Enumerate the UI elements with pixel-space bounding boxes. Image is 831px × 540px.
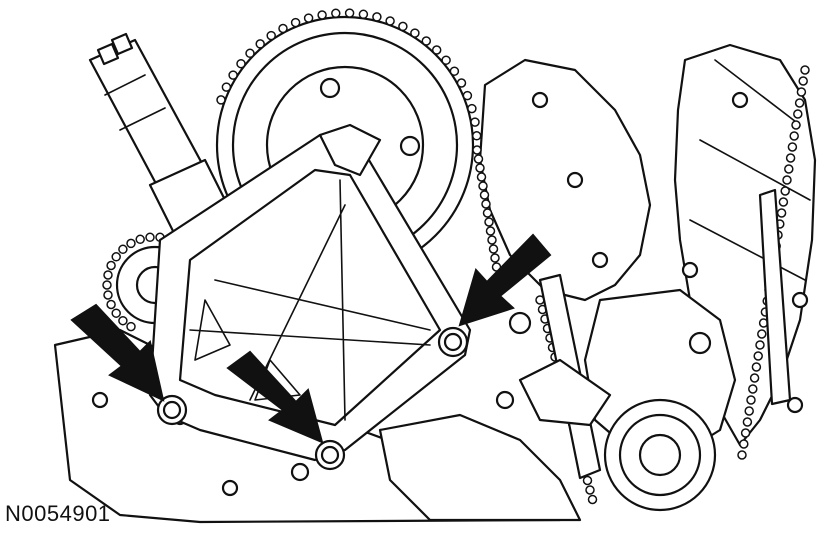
chain-link [744, 406, 754, 416]
bolt-left [156, 394, 188, 426]
chain-link [221, 82, 232, 92]
chain-link [431, 45, 442, 55]
chain-link [472, 145, 482, 155]
chain-link [135, 234, 145, 245]
chain-link [111, 252, 121, 262]
chain-link [421, 36, 432, 46]
chain-link [216, 95, 226, 105]
chain-link [739, 439, 749, 449]
chain-link [462, 90, 473, 101]
chain-link [780, 186, 790, 196]
bolt-bottom [314, 439, 346, 471]
chain-link [470, 117, 480, 127]
chain-link [789, 131, 799, 141]
chain-link [385, 16, 395, 26]
chain-link [746, 395, 756, 405]
chain-link [791, 120, 801, 130]
chain-link [737, 450, 747, 460]
chain-link [753, 351, 763, 361]
chain-link [476, 172, 487, 182]
chain-link [145, 232, 155, 243]
chain-link [467, 103, 477, 114]
chain-link [303, 13, 314, 23]
chain-link [582, 475, 593, 486]
chain-link [331, 8, 341, 19]
chain-link [255, 39, 265, 49]
chain-link [106, 299, 116, 310]
chain-link [751, 362, 762, 372]
chain-link [236, 58, 246, 69]
chain-link [748, 384, 758, 394]
chain-link [490, 253, 500, 263]
arrow-bolt-bottom [226, 350, 324, 444]
chain-link [798, 76, 808, 86]
chain-link [266, 30, 276, 41]
chain-link [478, 181, 488, 191]
crankshaft-sprocket [603, 398, 717, 512]
chain-link [102, 280, 112, 290]
chain-link [782, 175, 792, 185]
chain-guide-right [518, 188, 792, 480]
chain-link [118, 315, 128, 326]
chain-link [358, 9, 369, 20]
chain-link [742, 417, 753, 427]
chain-link [290, 17, 301, 28]
chain-link [126, 238, 136, 249]
chain-link [749, 373, 760, 383]
chain-link [103, 270, 113, 280]
chain-link [103, 290, 113, 300]
chain-link [456, 78, 467, 88]
chain-link [485, 226, 496, 236]
chain-link [479, 190, 490, 200]
chain-link [796, 87, 807, 97]
bolt-right [437, 326, 469, 358]
chain-link [481, 199, 491, 209]
chain-link [471, 131, 482, 141]
chain-link [757, 329, 767, 339]
chain-link [776, 208, 787, 218]
chain-link [475, 163, 485, 173]
chain-link [344, 8, 355, 18]
chain-link [398, 21, 408, 32]
chain-link [585, 485, 595, 495]
chain-link [473, 154, 484, 164]
chain-link [106, 260, 116, 271]
chain-link [587, 494, 598, 505]
chain-link [778, 197, 789, 207]
chain-link [372, 12, 382, 22]
chain-link [794, 98, 805, 108]
arrow-bolt-right [458, 233, 552, 327]
chain-link [317, 10, 327, 20]
chain-link [118, 244, 128, 255]
chain-link [126, 321, 136, 332]
chain-link [410, 28, 420, 38]
chain-link [487, 235, 497, 245]
chain-link [228, 70, 238, 80]
chain-link [441, 55, 451, 65]
extra-bolts [290, 311, 712, 482]
chain-link [740, 428, 751, 438]
figure-id-label: N0054901 [5, 501, 111, 526]
timing-chain-upper [216, 8, 502, 272]
chain-link [245, 48, 255, 59]
chain-link [488, 244, 499, 254]
chain-link [800, 65, 810, 75]
chain-link [278, 23, 288, 34]
chain-link [449, 66, 460, 76]
chain-link [785, 153, 796, 163]
arrow-bolt-left [70, 303, 165, 402]
chain-link [482, 208, 493, 218]
chain-link [484, 217, 494, 227]
chain-link [793, 109, 803, 119]
chain-link [784, 164, 794, 174]
chain-link [755, 340, 765, 350]
chain-link [111, 308, 121, 318]
chain-link [787, 142, 798, 152]
